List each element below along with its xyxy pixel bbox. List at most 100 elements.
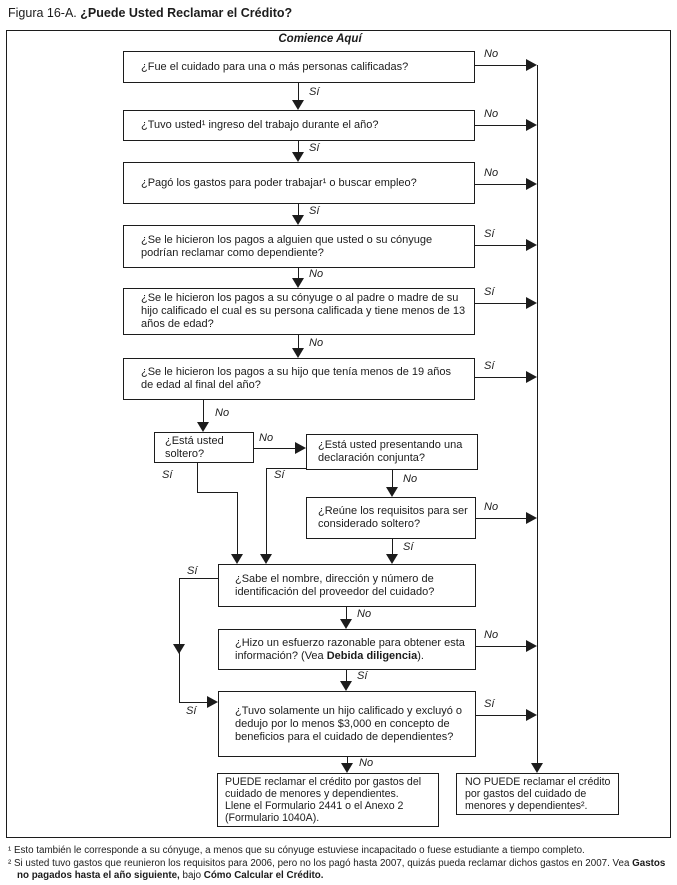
arrowhead-down bbox=[292, 278, 304, 288]
connector-line bbox=[392, 470, 394, 487]
edge-label-yes: Sí bbox=[186, 705, 197, 717]
question-text: ¿Se le hicieron los pagos a su cónyuge o… bbox=[141, 292, 466, 330]
footnote-1: ¹ Esto también le corresponde a su cónyu… bbox=[8, 845, 585, 856]
arrowhead-down bbox=[260, 554, 272, 564]
question-text: ¿Tuvo usted¹ ingreso del trabajo durante… bbox=[141, 119, 379, 131]
connector-line bbox=[475, 65, 527, 67]
edge-label-yes: Sí bbox=[274, 469, 285, 481]
arrowhead-right bbox=[207, 696, 218, 708]
edge-label-yes: Sí bbox=[403, 541, 414, 553]
connector-line bbox=[298, 141, 300, 153]
connector-line bbox=[197, 492, 238, 494]
edge-label-yes: Sí bbox=[484, 286, 495, 298]
arrowhead-right bbox=[526, 119, 537, 131]
edge-label-no: No bbox=[403, 473, 418, 485]
figure-label: Figura 16-A. bbox=[8, 6, 77, 20]
arrowhead-down bbox=[386, 554, 398, 564]
arrowhead-down bbox=[197, 422, 209, 432]
edge-label-yes: Sí bbox=[162, 469, 173, 481]
connector-line-collector bbox=[537, 65, 539, 764]
arrowhead-down bbox=[340, 619, 352, 629]
question-text: ¿Está usted presentando una declaración … bbox=[318, 439, 463, 464]
footnote-2: ² Si usted tuvo gastos que reunieron los… bbox=[8, 858, 666, 881]
connector-line bbox=[346, 607, 348, 620]
connector-line bbox=[266, 468, 268, 555]
arrowhead-right bbox=[526, 371, 537, 383]
arrowhead-right bbox=[526, 709, 537, 721]
connector-line bbox=[298, 335, 300, 349]
connector-line bbox=[203, 400, 205, 423]
connector-line bbox=[475, 377, 527, 379]
edge-label-yes: Sí bbox=[309, 86, 320, 98]
arrowhead-down bbox=[292, 215, 304, 225]
arrowhead-right bbox=[526, 512, 537, 524]
arrowhead-right bbox=[526, 178, 537, 190]
question-box-gastos-trabajar: ¿Pagó los gastos para poder trabajar¹ o … bbox=[123, 162, 475, 204]
arrowhead-down bbox=[341, 763, 353, 773]
arrowhead-right bbox=[526, 297, 537, 309]
footnotes: ¹ Esto también le corresponde a su cónyu… bbox=[8, 845, 670, 883]
connector-line bbox=[346, 670, 348, 682]
edge-label-no: No bbox=[484, 629, 499, 641]
arrowhead-down bbox=[292, 348, 304, 358]
question-box-pagos-conyuge-padre: ¿Se le hicieron los pagos a su cónyuge o… bbox=[123, 288, 475, 335]
connector-line bbox=[237, 492, 239, 555]
question-text: ¿Fue el cuidado para una o más personas … bbox=[141, 60, 409, 73]
question-text: ¿Tuvo solamente un hijo calificado y exc… bbox=[235, 704, 463, 743]
arrowhead-down bbox=[386, 487, 398, 497]
result-box-no-puede: NO PUEDE reclamar el crédito por gastos … bbox=[456, 773, 619, 815]
question-box-personas-calificadas: ¿Fue el cuidado para una o más personas … bbox=[123, 51, 475, 83]
question-text: ¿Se le hicieron los pagos a alguien que … bbox=[141, 233, 433, 259]
edge-label-yes: Sí bbox=[484, 698, 495, 710]
question-box-declaracion-conjunta: ¿Está usted presentando una declaración … bbox=[306, 434, 478, 470]
edge-label-no: No bbox=[357, 608, 372, 620]
edge-label-yes: Sí bbox=[309, 205, 320, 217]
question-box-considerado-soltero: ¿Reúne los requisitos para ser considera… bbox=[306, 497, 476, 539]
edge-label-no: No bbox=[215, 407, 230, 419]
connector-line bbox=[179, 578, 181, 702]
result-text: NO PUEDE reclamar el crédito por gastos … bbox=[465, 776, 611, 812]
connector-line bbox=[266, 468, 307, 470]
edge-label-yes: Sí bbox=[484, 228, 495, 240]
connector-line bbox=[298, 83, 300, 101]
arrowhead-down bbox=[173, 644, 185, 654]
connector-line bbox=[298, 204, 300, 216]
question-box-proveedor-cuidado: ¿Sabe el nombre, dirección y número de i… bbox=[218, 564, 476, 607]
question-box-hijo-3000: ¿Tuvo solamente un hijo calificado y exc… bbox=[218, 691, 476, 757]
result-text: Llene el Formulario 2441 o el Anexo 2 (F… bbox=[225, 800, 404, 824]
edge-label-yes: Sí bbox=[309, 142, 320, 154]
arrowhead-down bbox=[231, 554, 243, 564]
arrowhead-right bbox=[526, 640, 537, 652]
arrowhead-right bbox=[526, 59, 537, 71]
question-text: ¿Sabe el nombre, dirección y número de i… bbox=[235, 572, 435, 598]
connector-line bbox=[197, 463, 199, 493]
connector-line bbox=[254, 448, 296, 450]
arrowhead-down bbox=[292, 152, 304, 162]
edge-label-no: No bbox=[484, 167, 499, 179]
edge-label-no: No bbox=[259, 432, 274, 444]
edge-label-no: No bbox=[309, 337, 324, 349]
question-text: ¿Hizo un esfuerzo razonable para obtener… bbox=[235, 636, 465, 662]
connector-line bbox=[179, 578, 218, 580]
figure-caption: Figura 16-A. ¿Puede Usted Reclamar el Cr… bbox=[8, 6, 292, 20]
figure-title: ¿Puede Usted Reclamar el Crédito? bbox=[80, 6, 293, 20]
edge-label-no: No bbox=[484, 501, 499, 513]
arrowhead-right bbox=[526, 239, 537, 251]
edge-label-yes: Sí bbox=[187, 565, 198, 577]
connector-line bbox=[475, 715, 527, 717]
connector-line bbox=[475, 518, 527, 520]
connector-line bbox=[179, 702, 208, 704]
edge-label-no: No bbox=[359, 757, 374, 769]
arrowhead-down bbox=[531, 763, 543, 773]
result-text: PUEDE reclamar el crédito por gastos del… bbox=[225, 776, 422, 800]
arrowhead-down bbox=[292, 100, 304, 110]
connector-line bbox=[475, 303, 527, 305]
connector-line bbox=[475, 125, 527, 127]
connector-line bbox=[475, 245, 527, 247]
connector-line bbox=[347, 757, 349, 764]
connector-line bbox=[475, 646, 527, 648]
question-text: ¿Está usted soltero? bbox=[165, 434, 224, 460]
edge-label-yes: Sí bbox=[484, 360, 495, 372]
flowchart-border bbox=[6, 30, 671, 838]
